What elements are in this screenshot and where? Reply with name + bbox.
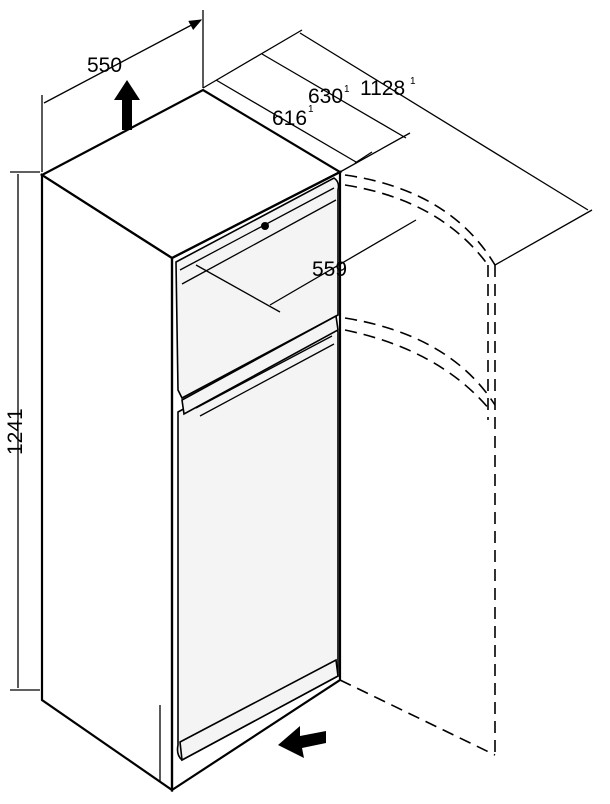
dimension-depth: 616 1 630 1 1128 1 xyxy=(202,29,593,266)
side-face xyxy=(40,172,174,793)
door-swing-outline xyxy=(339,174,496,756)
svg-text:1: 1 xyxy=(344,84,350,95)
svg-text:1: 1 xyxy=(410,76,416,87)
depth-616-label: 616 xyxy=(272,107,307,130)
airflow-arrow-icon xyxy=(278,726,326,758)
dimension-height: 1241 xyxy=(4,171,40,691)
dimension-inner-width: 559 xyxy=(195,219,417,313)
up-arrow-icon xyxy=(114,80,140,130)
lock-icon xyxy=(261,222,269,230)
width-label: 550 xyxy=(87,54,122,77)
depth-630-label: 630 xyxy=(308,85,343,108)
inner-width-label: 559 xyxy=(312,258,347,281)
height-label: 1241 xyxy=(4,408,27,455)
fridge-door xyxy=(176,314,339,762)
dimension-width: 550 xyxy=(41,10,204,172)
svg-text:1: 1 xyxy=(308,104,314,115)
freezer-door xyxy=(175,177,340,400)
door-handle xyxy=(181,314,339,416)
depth-1128-label: 1128 xyxy=(360,77,405,100)
